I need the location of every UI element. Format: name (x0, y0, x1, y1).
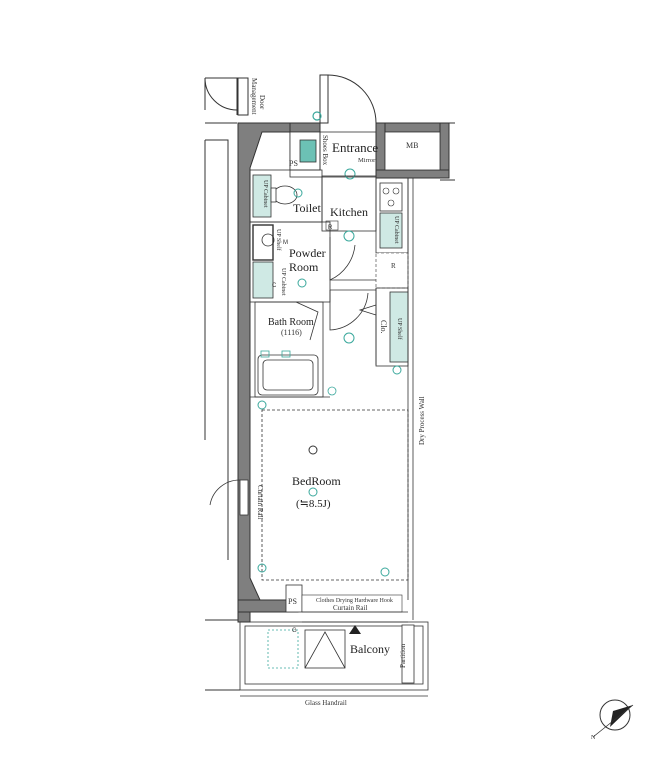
glass-handrail-label: Glass Handrail (305, 699, 347, 707)
partition-label: Partition (399, 643, 407, 668)
bath-size-label: (1116) (281, 328, 302, 337)
powder-room-label-1: Powder (289, 246, 326, 260)
powder-light-icon (297, 278, 307, 288)
ps-bottom-label: PS (288, 597, 297, 606)
mirror-label: Mirror (358, 157, 376, 164)
kitchen-light-icon (343, 230, 355, 242)
bedroom-label: BedRoom (292, 474, 341, 488)
bedroom-size-label: (≒8.5J) (296, 498, 331, 510)
entrance-door[interactable] (319, 74, 377, 124)
curtain-rail-bottom-label: Curtain Rail (333, 604, 367, 612)
svg-text:N: N (591, 735, 596, 741)
bath-fixture-icons (260, 350, 337, 396)
r-mark-label: R (391, 262, 396, 270)
powder-door[interactable] (329, 237, 356, 281)
bedroom-outlet-icon-2 (257, 563, 267, 573)
up-shelf-label: UP Shelf (396, 318, 403, 340)
side-window-door[interactable] (209, 479, 249, 516)
bath-room-label: Bath Room (268, 317, 314, 328)
bedroom-outlet-icon (257, 400, 267, 410)
closet (358, 287, 409, 367)
entrance-area (289, 131, 377, 178)
building-outline (204, 77, 455, 691)
bath-door[interactable] (295, 301, 319, 341)
up-cabinet-kitchen-label: UP Cabinet (393, 216, 399, 244)
bedroom-outlet-icon-3 (380, 567, 390, 577)
kitchen-label: Kitchen (330, 205, 368, 219)
c-mark-label: C (272, 283, 277, 289)
closet-outlet-icon (392, 365, 402, 375)
up-shelf-powder-label: UP Shelf (275, 229, 282, 251)
mb-box (384, 131, 441, 171)
up-cabinet-powder-label: UP Cabinet (280, 268, 286, 296)
fridge-box (375, 252, 409, 289)
ps-top-label: PS (289, 159, 298, 168)
r-mark-small: R (328, 225, 333, 231)
entrance-sensor-icon (344, 168, 356, 180)
powder-room (249, 221, 331, 303)
toilet-light-icon (293, 188, 303, 198)
entrance-label: Entrance (332, 140, 378, 155)
mb-label: MB (406, 141, 418, 150)
entrance-light-icon (312, 111, 322, 121)
dry-process-wall-label: Dry Process Wall (418, 396, 426, 445)
hallway (329, 279, 377, 365)
toilet-label: Toilet (293, 201, 321, 215)
shoes-box-label: Shoes Box (321, 135, 329, 166)
bedroom-ceiling-icon (308, 445, 318, 455)
stove-icon (382, 187, 400, 207)
bedroom (250, 396, 409, 581)
management-door-label: Management (250, 78, 258, 115)
g-mark-label: G (292, 628, 297, 634)
bedroom-light-icon (308, 487, 318, 497)
m-mark-label: M (283, 240, 288, 246)
balcony (239, 621, 429, 691)
balcony-label: Balcony (350, 642, 390, 656)
hall-light-icon (343, 332, 355, 344)
up-cabinet-toilet-label: UP Cabinet (262, 180, 268, 208)
management-door[interactable] (204, 77, 249, 116)
powder-room-label-2: Room (289, 260, 319, 274)
entry-arrow-icon (349, 625, 361, 634)
compass-icon: N (591, 699, 634, 741)
balcony-window[interactable] (302, 611, 408, 623)
curtain-rail-side-label: Curtain Rail (256, 485, 264, 519)
clo-label: Clo. (379, 320, 388, 334)
clothes-drying-label: Clothes Drying Hardware Hook (316, 598, 393, 604)
management-door-label-2: Door (258, 95, 266, 110)
dry-process-wall (407, 178, 414, 620)
